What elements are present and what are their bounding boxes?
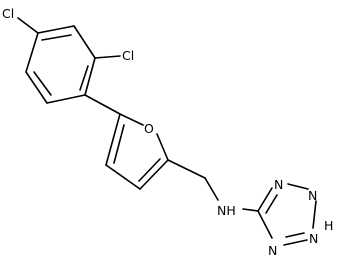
bond xyxy=(94,55,121,59)
bond xyxy=(119,113,144,126)
bond xyxy=(283,239,308,246)
bond xyxy=(156,133,169,161)
bond xyxy=(105,113,121,166)
furan-oxygen-label: O xyxy=(144,121,154,136)
tetrazole-n3-label: N xyxy=(309,231,318,246)
tetrazole-nh-label: H xyxy=(324,218,333,233)
bond xyxy=(25,32,39,73)
bond xyxy=(139,159,169,190)
bond xyxy=(41,34,72,41)
atom-labels: Cl Cl O NH N N N H N xyxy=(2,6,333,258)
tetrazole-n1-label: N xyxy=(274,177,283,192)
amine-nh-label: NH xyxy=(217,203,236,218)
bond xyxy=(204,177,219,201)
bond xyxy=(84,94,121,115)
bond xyxy=(73,25,96,59)
bond xyxy=(257,210,273,239)
bond xyxy=(287,183,309,190)
bond xyxy=(17,17,39,34)
tetrazole-n4-label: N xyxy=(268,243,277,258)
bond xyxy=(37,25,75,34)
bond xyxy=(312,200,317,229)
tetrazole-n2-label: N xyxy=(308,188,317,203)
bond xyxy=(285,232,305,238)
chlorine-top-label: Cl xyxy=(2,6,14,21)
bond xyxy=(138,158,161,182)
bond xyxy=(113,124,125,164)
bond xyxy=(242,208,259,212)
bond xyxy=(84,57,96,96)
bond xyxy=(33,71,52,96)
bond xyxy=(105,164,141,190)
bond xyxy=(167,159,206,179)
bond xyxy=(25,71,48,104)
bond xyxy=(265,194,278,214)
chlorine-ortho-label: Cl xyxy=(122,48,134,63)
bonds xyxy=(17,17,317,246)
bond xyxy=(257,187,273,212)
bond xyxy=(46,94,86,104)
bond xyxy=(79,65,89,91)
